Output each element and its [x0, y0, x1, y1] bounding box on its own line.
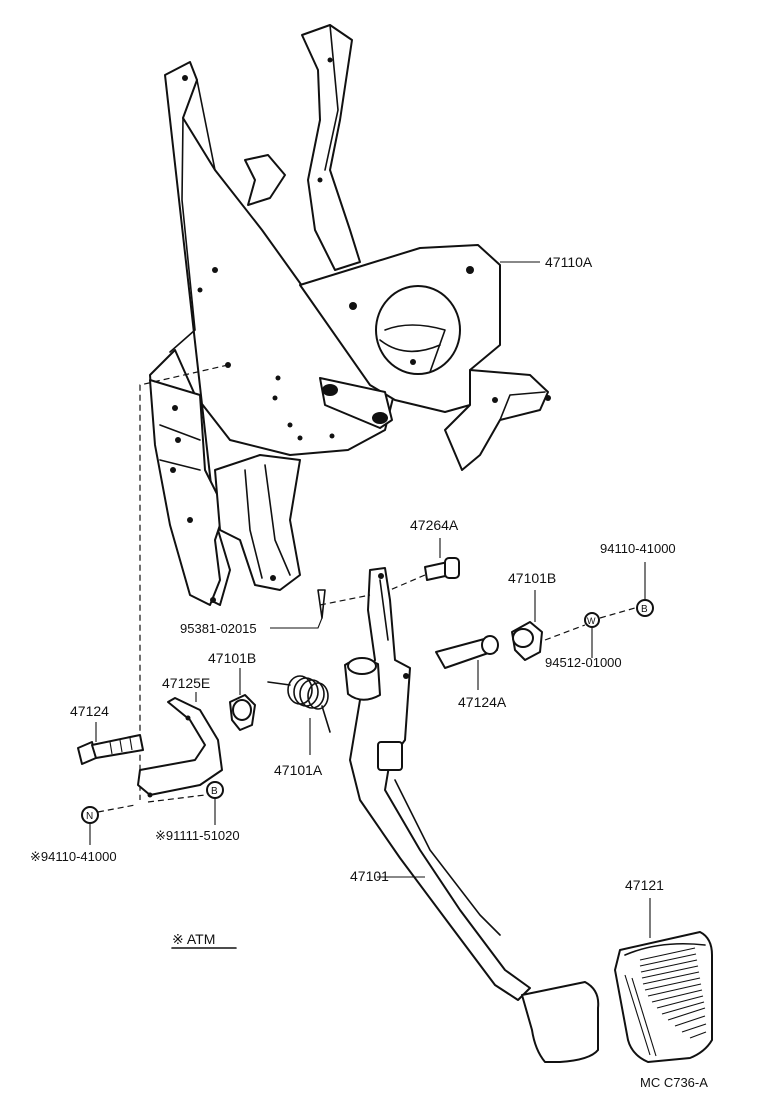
- label-94110-41000-left: ※94110-41000: [30, 849, 117, 864]
- nut-n-left: [81, 804, 136, 845]
- label-95381-02015: 95381-02015: [180, 621, 257, 636]
- nut-b-left: [206, 781, 224, 825]
- pedal-pad-47121: [614, 898, 713, 1063]
- label-47121: 47121: [625, 877, 664, 893]
- bolt-47124: [77, 722, 144, 765]
- nut-b-right: [636, 562, 654, 617]
- letter-b-left: B: [211, 786, 218, 797]
- letter-n: N: [86, 811, 93, 822]
- label-47101b-right: 47101B: [508, 570, 556, 586]
- label-47101: 47101: [350, 868, 389, 884]
- stopper-bracket-47125e: [137, 692, 223, 803]
- collar-47124a: [435, 635, 499, 690]
- atm-note: ※ ATM: [172, 931, 215, 947]
- diagram-id: MC C736-A: [640, 1075, 708, 1090]
- bushing-47101b-right: [511, 590, 636, 661]
- return-spring-47101a: [267, 675, 331, 755]
- label-47125e: 47125E: [162, 675, 210, 691]
- cotter-pin-95381: [270, 589, 326, 629]
- label-94512-01000: 94512-01000: [545, 655, 622, 670]
- label-91111-51020: ※91111-51020: [155, 828, 240, 843]
- label-47110a: 47110A: [545, 254, 593, 270]
- reference-line-left: [139, 364, 229, 800]
- bolt-47264a: [319, 538, 460, 606]
- label-94110-41000-right: 94110-41000: [600, 541, 676, 556]
- label-47101b-left: 47101B: [208, 650, 256, 666]
- pedal-bracket-47110a: [149, 24, 551, 606]
- label-47124: 47124: [70, 703, 109, 719]
- letter-w: W: [587, 616, 596, 626]
- washer-94512-01000: [584, 612, 600, 658]
- label-47124a: 47124A: [458, 694, 507, 710]
- bushing-47101b-left: [229, 668, 256, 731]
- brake-pedal-47101: [344, 567, 600, 1063]
- letter-b-right: B: [641, 604, 648, 615]
- label-47264a: 47264A: [410, 517, 459, 533]
- label-47101a: 47101A: [274, 762, 323, 778]
